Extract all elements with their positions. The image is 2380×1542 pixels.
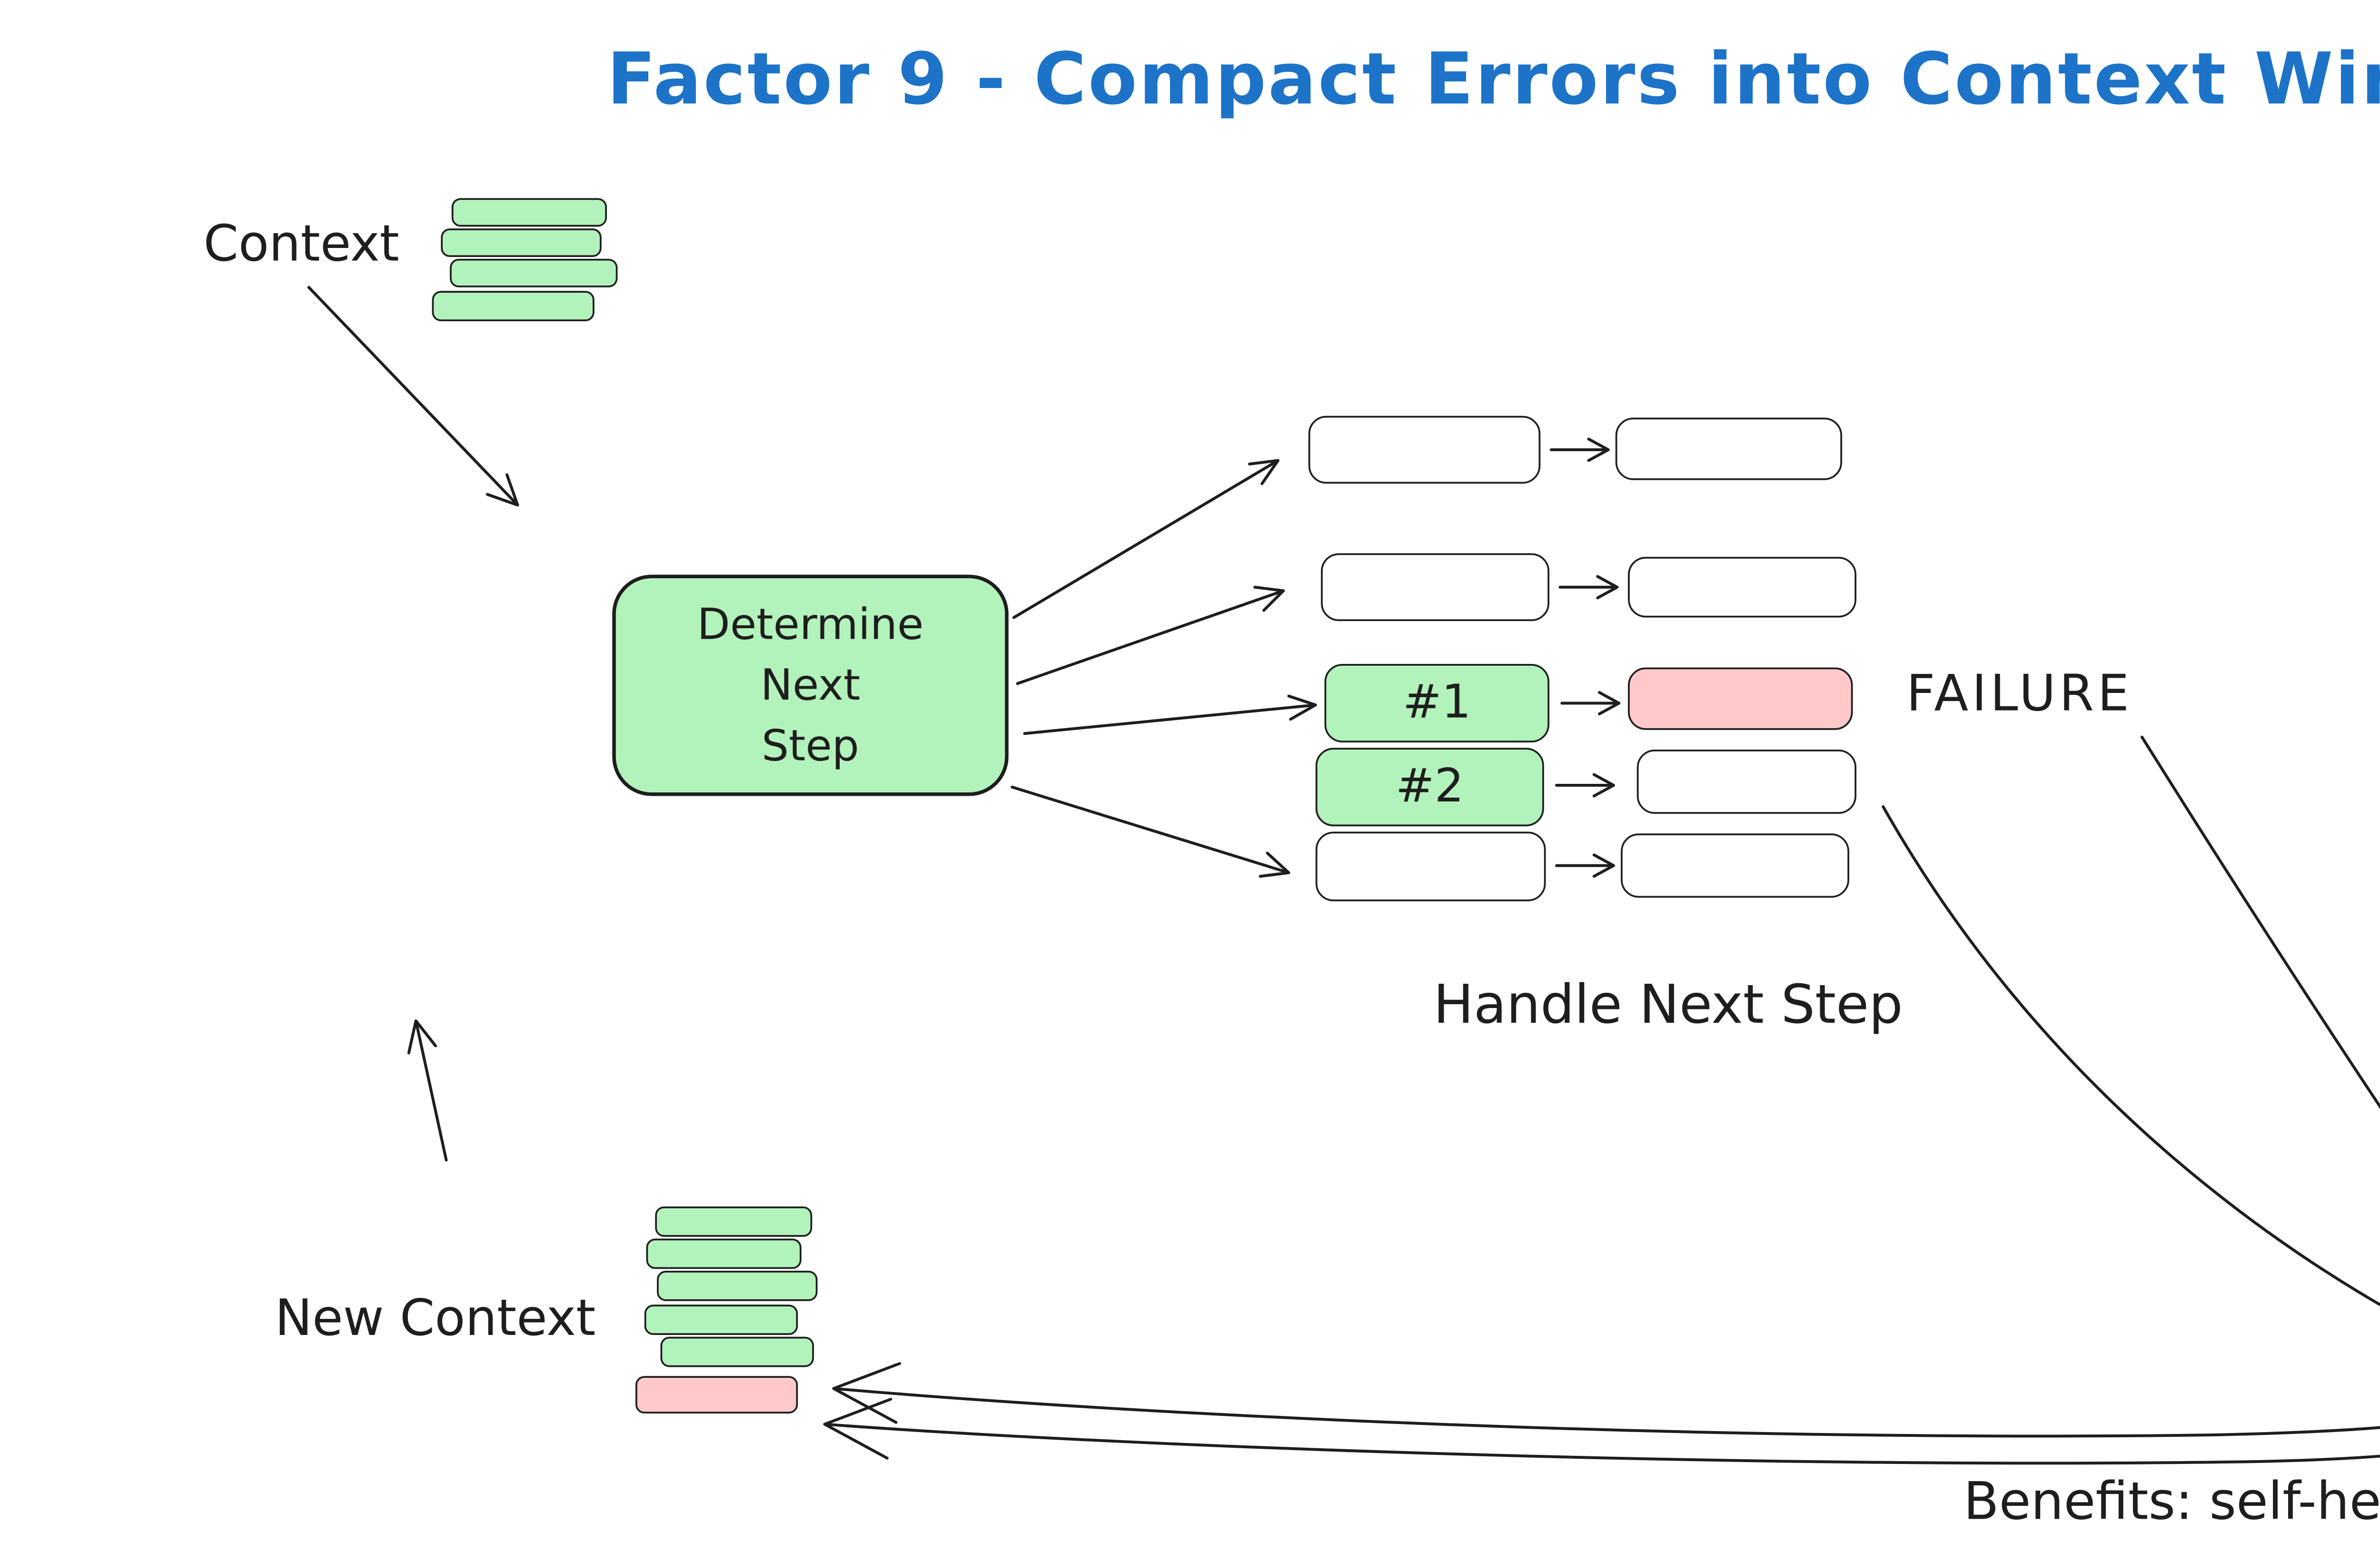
handle-next-step-label: Handle Next Step xyxy=(1433,974,1903,1037)
context-bar xyxy=(451,198,607,227)
new-context-bar-error xyxy=(635,1376,798,1414)
step-right-box xyxy=(1615,417,1842,480)
step-number-label: #2 xyxy=(1395,760,1464,814)
arrow-step-row xyxy=(1558,575,1619,600)
benefits-label: Benefits: self-healing agents xyxy=(1964,1471,2380,1532)
arrow-fan-4 xyxy=(1011,785,1290,878)
context-bar xyxy=(432,291,595,321)
step-number-label: #1 xyxy=(1402,676,1471,730)
step-left-box xyxy=(1321,553,1549,621)
failure-to-new-context-curve xyxy=(823,735,2380,1465)
new-context-bar xyxy=(646,1238,802,1269)
step-left-box: #2 xyxy=(1315,748,1544,827)
determine-box-label-line: Step xyxy=(761,721,859,771)
new-context-bar xyxy=(657,1271,818,1301)
context-bar xyxy=(450,258,618,287)
arrow-step-row xyxy=(1560,691,1621,715)
arrow-new-context-loop xyxy=(407,1019,448,1162)
context-label: Context xyxy=(203,214,399,273)
new-context-bar xyxy=(660,1336,814,1367)
step-right-box xyxy=(1636,750,1856,814)
new-context-bar xyxy=(644,1305,798,1335)
failure-label: FAILURE xyxy=(1906,664,2133,723)
arrow-step-row xyxy=(1555,773,1615,798)
new-context-bar xyxy=(655,1206,813,1237)
arrow-fan-3 xyxy=(1023,694,1317,735)
context-bar xyxy=(441,228,602,257)
diagram-title: Factor 9 - Compact Errors into Context W… xyxy=(607,39,2380,122)
step-right-box xyxy=(1621,833,1849,898)
step-right-box xyxy=(1628,557,1856,618)
arrow-fan-1 xyxy=(1012,459,1279,619)
step-left-box: #1 xyxy=(1324,664,1549,742)
arrow-context-to-determine xyxy=(307,286,519,507)
step-to-new-context-curve xyxy=(832,805,2380,1438)
step-left-box xyxy=(1315,831,1546,901)
determine-box-label-line: Determine xyxy=(697,599,924,650)
determine-box-label-line: Next xyxy=(760,660,861,711)
arrow-fan-2 xyxy=(1016,585,1285,685)
step-left-box xyxy=(1308,415,1541,484)
arrow-step-row xyxy=(1555,853,1615,878)
arrow-step-row xyxy=(1549,437,1610,462)
step-right-box xyxy=(1628,667,1853,730)
new-context-label: New Context xyxy=(275,1288,596,1348)
